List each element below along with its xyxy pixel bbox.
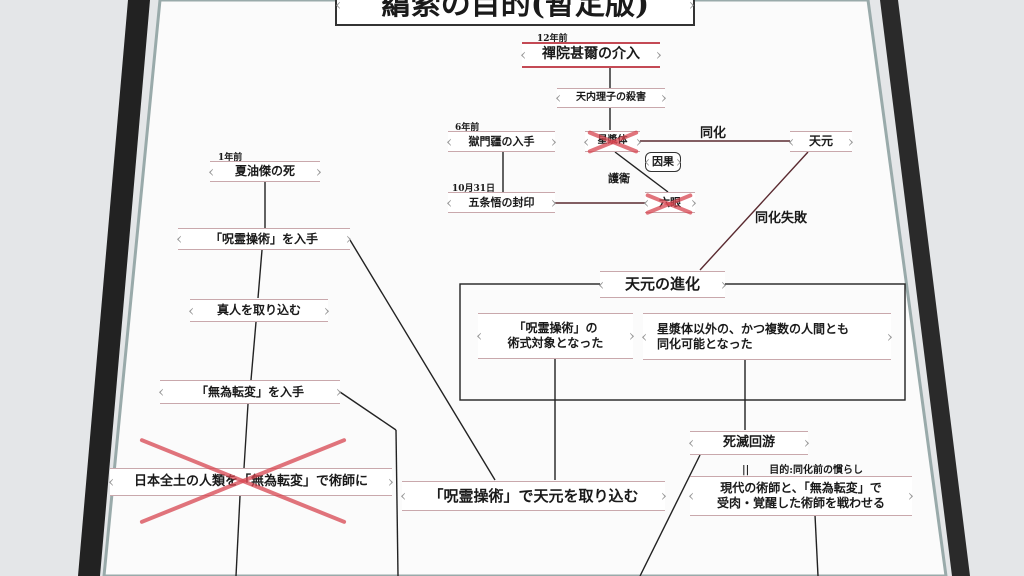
node-jurei-target: 「呪霊操術」の 術式対象となった bbox=[478, 313, 633, 359]
node-gojo: 五条悟の封印 bbox=[448, 192, 555, 213]
node-inga: 因果 bbox=[645, 152, 681, 172]
title-banner: 羂索の目的(暫定版) bbox=[335, 0, 695, 26]
node-geto-text: 夏油傑の死 bbox=[234, 164, 295, 178]
gojo-time-label: 10月31日 bbox=[452, 184, 496, 194]
node-japan: 日本全土の人類を「無為転変」で術師に bbox=[110, 468, 392, 496]
connector-lines bbox=[235, 68, 906, 576]
node-modern-line2: 受肉・覚醒した術師を戦わせる bbox=[716, 496, 885, 510]
node-tengen-evolution: 天元の進化 bbox=[600, 271, 725, 298]
node-culling-game: 死滅回游 bbox=[690, 431, 808, 455]
node-multi-assimilation: 星漿体以外の、かつ複数の人間とも 同化可能となった bbox=[643, 313, 891, 360]
node-absorb-tengen: 「呪霊操術」で天元を取り込む bbox=[402, 481, 665, 511]
right-frame bbox=[880, 0, 970, 576]
node-rikugan: 六眼 bbox=[645, 192, 695, 213]
node-mahito: 真人を取り込む bbox=[190, 299, 328, 322]
node-tengen: 天元 bbox=[790, 131, 852, 152]
node-seishotai-text: 星漿体 bbox=[597, 135, 628, 147]
node-muitenhen-text: 「無為転変」を入手 bbox=[195, 384, 304, 399]
gokumon-time-label: 6年前 bbox=[455, 123, 480, 133]
node-modern-sorcerers: 現代の術師と、「無為転変」で 受肉・覚醒した術師を戦わせる bbox=[690, 476, 912, 516]
node-seishotai: 星漿体 bbox=[585, 131, 640, 152]
node-zenin-text: 禪院甚爾の介入 bbox=[542, 46, 640, 63]
node-jurei-target-line1: 「呪霊操術」の bbox=[513, 321, 598, 335]
node-inga-text: 因果 bbox=[652, 155, 674, 169]
node-jurei-text: 「呪霊操術」を入手 bbox=[209, 231, 318, 246]
node-tengen-evolution-text: 天元の進化 bbox=[624, 275, 700, 294]
node-japan-text: 日本全土の人類を「無為転変」で術師に bbox=[133, 473, 368, 489]
node-muitenhen: 「無為転変」を入手 bbox=[160, 380, 340, 404]
node-jurei: 「呪霊操術」を入手 bbox=[178, 228, 350, 250]
goei-label: 護衛 bbox=[608, 172, 630, 185]
left-frame bbox=[78, 0, 150, 576]
node-gokumon: 獄門疆の入手 bbox=[448, 131, 555, 152]
node-modern-line1: 現代の術師と、「無為転変」で bbox=[720, 481, 882, 495]
node-zenin: 禪院甚爾の介入 bbox=[522, 42, 660, 68]
geto-time-label: 1年前 bbox=[218, 153, 243, 163]
title-text: 羂索の目的(暫定版) bbox=[380, 0, 650, 23]
node-culling-game-text: 死滅回游 bbox=[722, 434, 775, 450]
node-multi-line1: 星漿体以外の、かつ複数の人間とも bbox=[657, 321, 850, 336]
node-multi-line2: 同化可能となった bbox=[657, 336, 753, 351]
doka-label: 同化 bbox=[700, 126, 727, 141]
node-jurei-target-line2: 術式対象となった bbox=[507, 336, 604, 350]
node-tengen-text: 天元 bbox=[808, 134, 833, 148]
node-gokumon-text: 獄門疆の入手 bbox=[468, 134, 535, 148]
purpose-note: || 目的:同化前の慣らし bbox=[742, 465, 863, 476]
doka-fail-label: 同化失敗 bbox=[755, 211, 808, 226]
node-amanai-text: 天内理子の殺害 bbox=[576, 91, 646, 103]
node-mahito-text: 真人を取り込む bbox=[216, 303, 301, 317]
node-geto: 夏油傑の死 bbox=[210, 161, 320, 182]
node-amanai: 天内理子の殺害 bbox=[557, 88, 665, 108]
zenin-time-label: 12年前 bbox=[537, 34, 568, 44]
node-absorb-tengen-text: 「呪霊操術」で天元を取り込む bbox=[428, 486, 639, 505]
node-gojo-text: 五条悟の封印 bbox=[468, 195, 535, 209]
node-rikugan-text: 六眼 bbox=[659, 195, 681, 209]
